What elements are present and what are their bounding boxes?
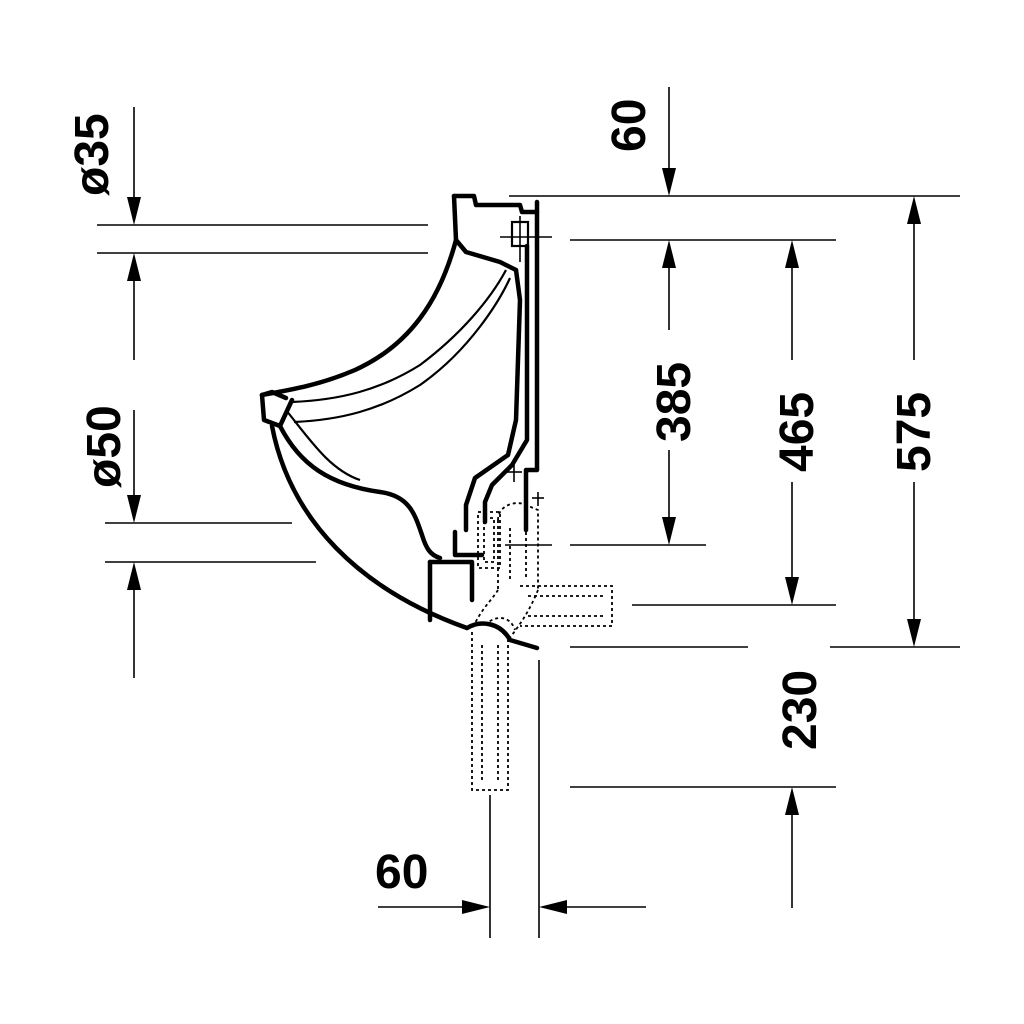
dimension-top-offset: 60: [603, 99, 656, 152]
dimension-outlet-diameter: ø50: [78, 405, 131, 488]
bowl-inner-contour: [285, 216, 552, 506]
urinal-body: [259, 193, 540, 651]
dimension-inlet-to-drain: 465: [771, 392, 824, 472]
dimension-lines: [127, 87, 921, 914]
extension-lines: [97, 195, 960, 938]
dimension-inlet-diameter: ø35: [66, 113, 119, 196]
dimension-drain-depth: 230: [774, 670, 827, 750]
dimension-drain-pipe-offset: 60: [375, 846, 428, 899]
dimension-labels: ø35 ø50 60 385 465 575 230 60: [66, 99, 941, 899]
siphon-pipes: [471, 502, 613, 791]
dimension-overall-height: 575: [888, 392, 941, 472]
dimension-inlet-to-outlet: 385: [648, 362, 701, 442]
